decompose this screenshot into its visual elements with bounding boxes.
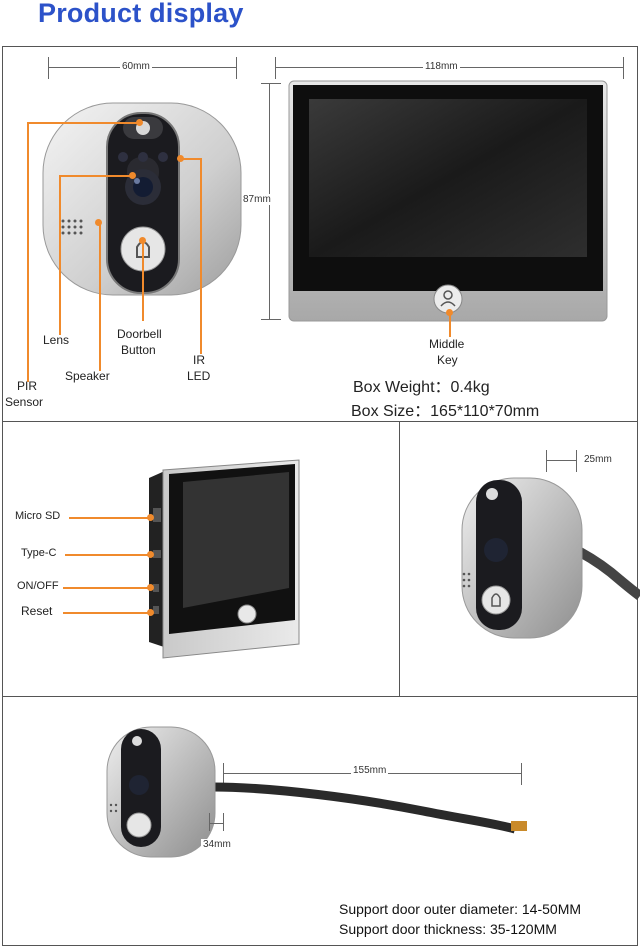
dim-monitor-width: 118mm — [423, 61, 460, 72]
label-speaker: Speaker — [65, 369, 110, 383]
dim-viewer-depth: 25mm — [582, 454, 614, 465]
box-weight: Box Weight：0.4kg — [353, 379, 490, 396]
label-button: Button — [121, 343, 156, 357]
top-panel: 60mm 118mm 87mm — [2, 46, 638, 422]
page-title: Product display — [38, 0, 244, 28]
label-key: Key — [437, 353, 458, 367]
label-middle: Middle — [429, 337, 465, 351]
dim-monitor-height: 87mm — [241, 194, 273, 205]
monitor-side-view — [149, 459, 300, 659]
dim-cable-length: 155mm — [351, 765, 389, 776]
support-door-thickness: Support door thickness: 35-120MM — [339, 921, 557, 937]
label-led: LED — [187, 369, 211, 383]
bottom-panel: 155mm 34mm Support door outer diameter: … — [2, 696, 638, 946]
label-lens: Lens — [43, 333, 70, 347]
label-reset: Reset — [21, 604, 53, 618]
label-on-off: ON/OFF — [17, 580, 59, 592]
monitor-front — [288, 80, 608, 322]
dim-viewer-width-bottom: 34mm — [201, 839, 233, 850]
label-type-c: Type-C — [21, 547, 57, 559]
label-micro-sd: Micro SD — [15, 510, 61, 522]
viewer-with-cable — [106, 726, 527, 858]
support-outer-diameter: Support door outer diameter: 14-50MM — [339, 901, 582, 917]
label-sensor: Sensor — [5, 395, 44, 409]
depth-view-panel: 25mm — [399, 421, 640, 697]
dim-viewer-width: 60mm — [120, 61, 152, 72]
label-ir: IR — [193, 353, 205, 367]
side-view-panel: Micro SD Type-C ON/OFF Reset — [2, 421, 400, 697]
viewer-angled-view — [461, 477, 640, 639]
box-size: Box Size：165*110*70mm — [351, 403, 540, 420]
label-pir: PIR — [17, 379, 38, 393]
label-doorbell: Doorbell — [117, 327, 162, 341]
